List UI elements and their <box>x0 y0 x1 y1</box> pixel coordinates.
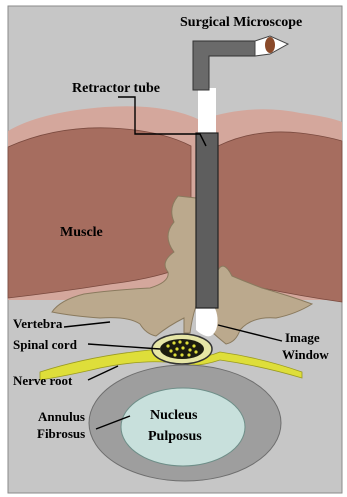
label-image-line1: Image <box>285 330 320 345</box>
label-annulus-line1: Annulus <box>38 409 85 424</box>
label-nucleus-line1: Nucleus <box>150 408 198 423</box>
label-retractor-tube: Retractor tube <box>72 81 160 96</box>
label-spinal-cord: Spinal cord <box>13 337 78 352</box>
eye-icon <box>265 37 275 53</box>
nucleus-pulposus <box>121 388 245 466</box>
label-nucleus-line2: Pulposus <box>148 429 202 444</box>
light-beam <box>198 88 216 136</box>
retractor-tube <box>196 133 218 308</box>
muscle-left <box>8 128 191 298</box>
label-muscle: Muscle <box>60 225 103 240</box>
muscle-right <box>218 132 342 302</box>
image-window <box>196 306 218 336</box>
label-annulus-line2: Fibrosus <box>37 426 85 441</box>
label-image-line2: Window <box>282 347 329 362</box>
label-vertebra: Vertebra <box>13 316 63 331</box>
label-surgical-microscope: Surgical Microscope <box>180 15 302 30</box>
label-nerve-root: Nerve root <box>13 373 73 388</box>
